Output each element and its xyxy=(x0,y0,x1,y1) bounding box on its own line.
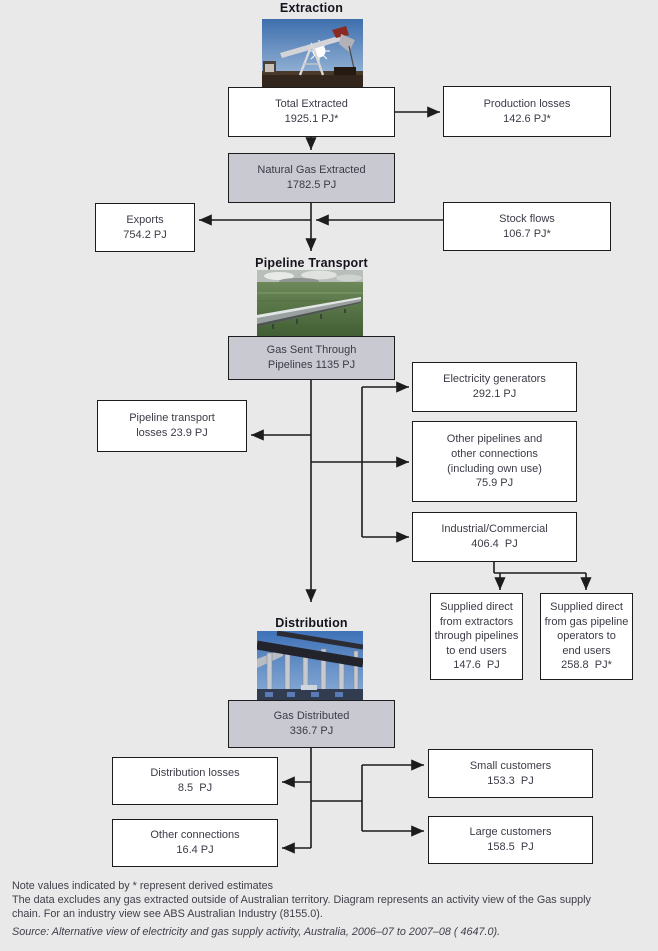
gas-distributed-box: Gas Distributed 336.7 PJ xyxy=(228,700,395,748)
supplied-direct-extractors-box: Supplied direct from extractors through … xyxy=(430,593,523,680)
distribution-heading: Distribution xyxy=(275,616,348,630)
supplied-direct-operators-text: Supplied direct from gas pipeline operat… xyxy=(544,601,629,672)
production-losses-text: Production losses 142.6 PJ* xyxy=(483,97,571,125)
stock-flows-text: Stock flows 106.7 PJ* xyxy=(499,212,555,240)
supplied-direct-extractors-text: Supplied direct from extractors through … xyxy=(434,601,519,672)
other-pipelines-text: Other pipelines and other connections (i… xyxy=(446,433,543,490)
other-pipelines-box: Other pipelines and other connections (i… xyxy=(412,421,577,502)
pipeline-field-photo xyxy=(257,270,363,336)
gas-sent-through-pipelines-box: Gas Sent Through Pipelines 1135 PJ xyxy=(228,336,395,380)
footnotes: Note values indicated by * represent der… xyxy=(12,880,648,923)
stock-flows-box: Stock flows 106.7 PJ* xyxy=(443,202,611,251)
electricity-generators-box: Electricity generators 292.1 PJ xyxy=(412,362,577,412)
gas-distributed-text: Gas Distributed 336.7 PJ xyxy=(273,710,350,737)
exports-box: Exports 754.2 PJ xyxy=(95,203,195,252)
industrial-commercial-box: Industrial/Commercial 406.4 PJ xyxy=(412,512,577,562)
large-customers-box: Large customers 158.5 PJ xyxy=(428,816,593,864)
pipeline-transport-losses-text: Pipeline transport losses 23.9 PJ xyxy=(129,412,215,439)
total-extracted-box: Total Extracted 1925.1 PJ* xyxy=(228,87,395,137)
footnote-line-2: The data excludes any gas extracted outs… xyxy=(12,894,591,907)
electricity-generators-text: Electricity generators 292.1 PJ xyxy=(443,373,546,400)
other-connections-text: Other connections 16.4 PJ xyxy=(150,829,240,856)
source-citation: Source: Alternative view of electricity … xyxy=(12,926,501,938)
pipeline-transport-losses-box: Pipeline transport losses 23.9 PJ xyxy=(97,400,247,452)
footnote-line-1: Note values indicated by * represent der… xyxy=(12,880,274,892)
pipeline-transport-heading: Pipeline Transport xyxy=(255,256,368,270)
gas-sent-through-pipelines-text: Gas Sent Through Pipelines 1135 PJ xyxy=(266,344,357,371)
natural-gas-extracted-text: Natural Gas Extracted 1782.5 PJ xyxy=(257,164,366,191)
supplied-direct-operators-box: Supplied direct from gas pipeline operat… xyxy=(540,593,633,680)
industrial-commercial-text: Industrial/Commercial 406.4 PJ xyxy=(441,523,548,550)
small-customers-box: Small customers 153.3 PJ xyxy=(428,749,593,798)
distribution-losses-text: Distribution losses 8.5 PJ xyxy=(150,767,240,794)
small-customers-text: Small customers 153.3 PJ xyxy=(469,759,552,787)
natural-gas-extracted-box: Natural Gas Extracted 1782.5 PJ xyxy=(228,153,395,203)
exports-text: Exports 754.2 PJ xyxy=(123,213,167,241)
footnote-line-3: chain. For an industry view see ABS Aust… xyxy=(12,908,323,921)
distribution-losses-box: Distribution losses 8.5 PJ xyxy=(112,757,278,805)
total-extracted-text: Total Extracted 1925.1 PJ* xyxy=(275,98,348,125)
large-customers-text: Large customers 158.5 PJ xyxy=(469,826,552,853)
extraction-heading: Extraction xyxy=(279,1,344,15)
production-losses-box: Production losses 142.6 PJ* xyxy=(443,86,611,137)
oil-pumpjack-photo xyxy=(262,19,363,89)
gas-plant-photo xyxy=(257,631,363,703)
other-connections-box: Other connections 16.4 PJ xyxy=(112,819,278,867)
